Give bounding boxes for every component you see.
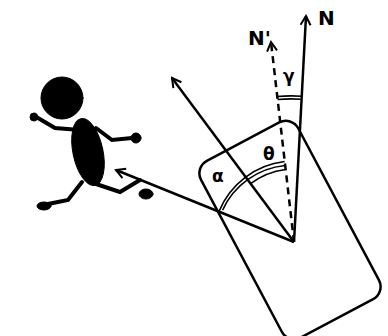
angle-label: α xyxy=(212,168,224,185)
axis-label: N xyxy=(318,8,335,28)
device-north-arrow xyxy=(271,42,294,242)
theta-arc xyxy=(251,170,286,184)
phone-outline xyxy=(194,116,385,336)
angle-label: γ xyxy=(283,68,295,85)
axis-label: N' xyxy=(248,28,271,48)
alpha-arc xyxy=(219,162,285,212)
angle-label: θ xyxy=(263,146,275,163)
gamma-arc xyxy=(277,95,301,97)
north-arrow xyxy=(294,16,306,242)
target-arrow xyxy=(116,170,294,242)
alpha-arc xyxy=(223,166,286,211)
gamma-arc xyxy=(278,98,301,100)
running-person xyxy=(30,77,153,210)
